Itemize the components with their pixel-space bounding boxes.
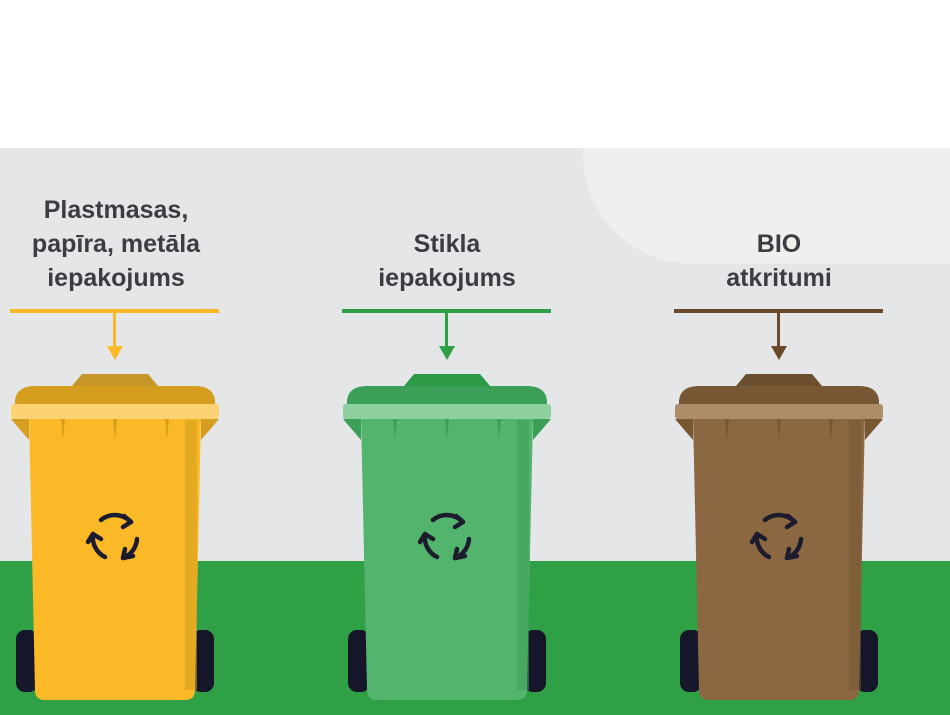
bin-lid — [347, 386, 547, 406]
bin-side-notch-right — [865, 419, 883, 440]
wheel-right — [524, 630, 546, 692]
glass-arrow-stem — [445, 313, 448, 349]
background-decoration — [583, 148, 950, 264]
glass-bin — [341, 370, 553, 700]
bio-label-line-2: atkritumi — [726, 264, 832, 292]
bio-arrow-stem — [777, 313, 780, 349]
bio-label-line-1: BIO — [756, 230, 802, 258]
bin-lid — [679, 386, 879, 406]
bin-body — [29, 416, 201, 700]
bin-side-notch-right — [201, 419, 219, 440]
bin-rim — [675, 404, 883, 419]
plastic-label-line-3: iepakojums — [47, 264, 185, 292]
bin-rim — [343, 404, 551, 419]
plastic-label-underline — [10, 309, 219, 313]
bin-side-notch-left — [343, 419, 361, 440]
glass-arrow-head — [439, 346, 455, 360]
glass-label-underline — [342, 309, 551, 313]
plastic-label-line-1: Plastmasas, — [43, 196, 189, 224]
glass-bin-label: Stikla iepakojums — [317, 227, 577, 295]
bin-lid-top — [736, 374, 822, 386]
bin-body — [693, 416, 865, 700]
wheel-left — [680, 630, 702, 692]
recycle-icon — [749, 512, 804, 561]
wheel-left — [16, 630, 38, 692]
bio-bin — [673, 370, 885, 700]
bin-body-shadow — [517, 420, 529, 690]
wheel-right — [192, 630, 214, 692]
plastic-bin-label: Plastmasas, papīra, metāla iepakojums — [0, 193, 246, 295]
glass-label-line-1: Stikla — [413, 230, 481, 258]
plastic-arrow-stem — [113, 313, 116, 349]
recycle-icon — [417, 512, 472, 561]
bin-body-shadow — [849, 420, 861, 690]
bio-label-underline — [674, 309, 883, 313]
wheel-left — [348, 630, 370, 692]
bio-bin-label: BIO atkritumi — [649, 227, 909, 295]
plastic-arrow-head — [107, 346, 123, 360]
bio-arrow-head — [771, 346, 787, 360]
recycle-icon — [85, 512, 140, 561]
bin-lid — [15, 386, 215, 406]
bin-side-notch-left — [675, 419, 693, 440]
bin-lid-top — [72, 374, 158, 386]
bin-body-shadow — [185, 420, 197, 690]
bin-side-notch-right — [533, 419, 551, 440]
bin-body — [361, 416, 533, 700]
wheel-right — [856, 630, 878, 692]
bin-rim — [11, 404, 219, 419]
glass-label-line-2: iepakojums — [378, 264, 516, 292]
bin-side-notch-left — [11, 419, 29, 440]
plastic-label-line-2: papīra, metāla — [31, 230, 201, 258]
bin-lid-top — [404, 374, 490, 386]
plastic-bin — [9, 370, 221, 700]
